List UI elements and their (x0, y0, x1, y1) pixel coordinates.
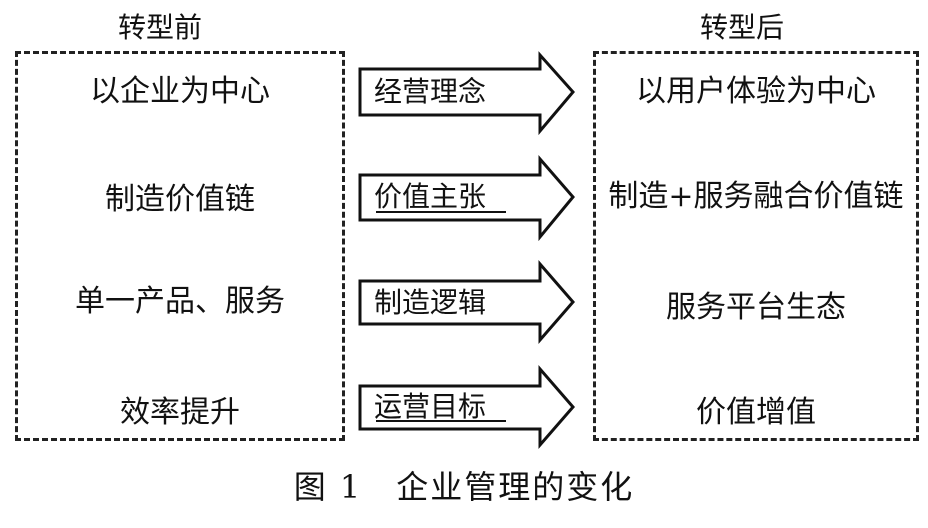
after-title: 转型后 (700, 11, 785, 44)
before-box (15, 51, 345, 441)
arrow-3-shape (358, 259, 575, 345)
figure-caption: 图 1 企业管理的变化 (293, 468, 635, 506)
after-item-3: 服务平台生态 (666, 290, 846, 325)
arrow-1-shape (358, 51, 575, 136)
before-item-3: 单一产品、服务 (75, 284, 285, 319)
after-box (593, 51, 919, 441)
before-title: 转型前 (118, 11, 203, 44)
before-item-4: 效率提升 (120, 395, 240, 430)
arrow-2-shape (358, 154, 575, 242)
arrow-4-shape (358, 364, 575, 450)
arrow-label-1: 经营理念 (374, 75, 487, 108)
before-item-2: 制造价值链 (105, 182, 255, 217)
after-item-2: 制造+服务融合价值链 (608, 179, 904, 214)
after-item-1: 以用户体验为中心 (636, 74, 876, 109)
before-item-1: 以企业为中心 (90, 74, 270, 109)
arrow-label-2: 价值主张 (374, 180, 487, 213)
arrow-label-4: 运营目标 (374, 390, 487, 423)
after-item-4: 价值增值 (696, 395, 816, 430)
arrow-label-3: 制造逻辑 (374, 286, 487, 319)
